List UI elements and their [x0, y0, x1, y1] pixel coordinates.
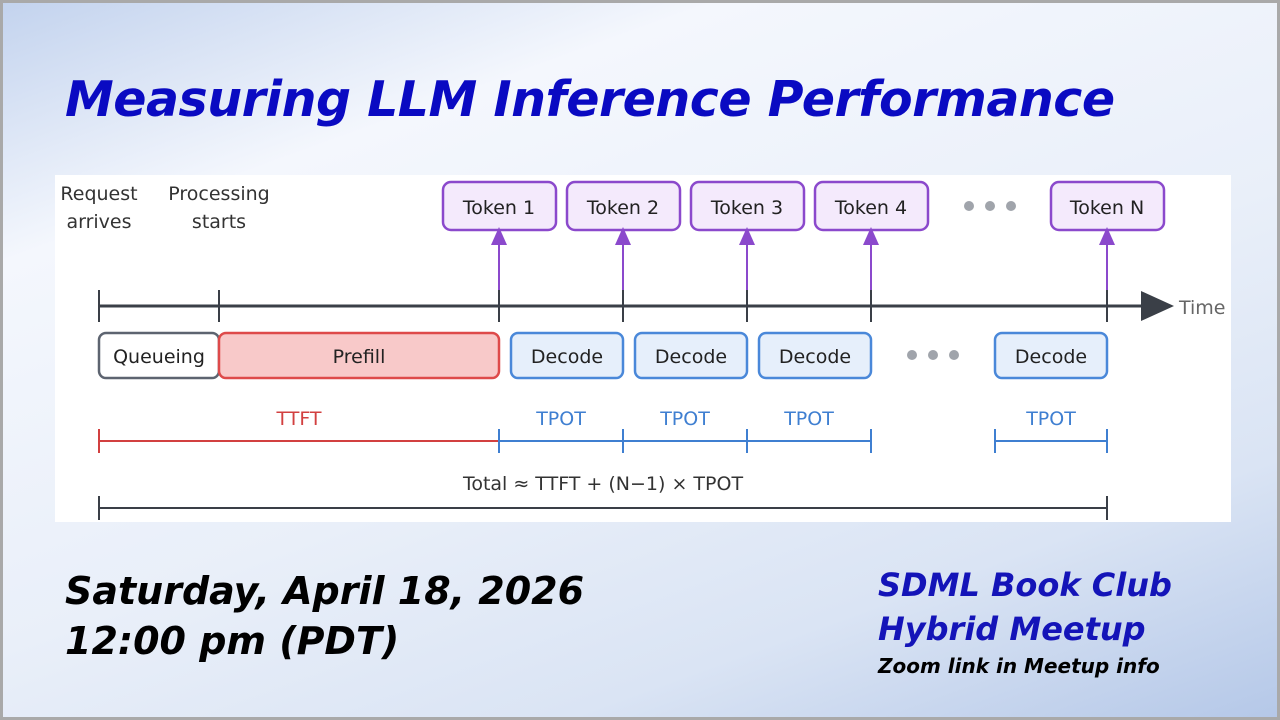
- decode-label: Decode: [1015, 346, 1087, 368]
- event-datetime: Saturday, April 18, 2026 12:00 pm (PDT): [65, 566, 584, 666]
- decode-phase: Decode: [509, 331, 625, 380]
- request-label-line1: Request: [60, 183, 137, 205]
- event-info: SDML Book Club Hybrid Meetup Zoom link i…: [878, 563, 1172, 681]
- timeline-diagram: Request arrives Processing starts Token …: [55, 175, 1231, 522]
- event-type: Hybrid Meetup: [878, 610, 1146, 648]
- token-box: Token 1: [441, 180, 558, 232]
- decode-phase: Decode: [993, 331, 1109, 380]
- tpot-label: TPOT: [1025, 408, 1076, 430]
- decode-phase: Decode: [757, 331, 873, 380]
- processing-label-line2: starts: [192, 211, 246, 233]
- time-axis-label: Time: [1178, 297, 1226, 319]
- event-time: 12:00 pm (PDT): [65, 619, 400, 663]
- token-box: Token 2: [565, 180, 682, 232]
- total-span: Total ≈ TTFT + (N−1) × TPOT: [98, 473, 1108, 520]
- timeline-svg: Request arrives Processing starts Token …: [60, 180, 1226, 520]
- tpot-span-lines: [498, 429, 1108, 453]
- token-label: Token 1: [462, 197, 535, 219]
- token-label: Token N: [1069, 197, 1144, 219]
- decode-label: Decode: [779, 346, 851, 368]
- token-box: Token 4: [813, 180, 930, 232]
- decode-label: Decode: [655, 346, 727, 368]
- tpot-label: TPOT: [659, 408, 710, 430]
- queueing-label: Queueing: [113, 346, 205, 368]
- decode-label: Decode: [531, 346, 603, 368]
- ellipsis-icon: [964, 201, 1016, 211]
- axis-ticks: [98, 290, 1108, 322]
- event-name: SDML Book Club: [878, 566, 1172, 604]
- event-date: Saturday, April 18, 2026: [65, 569, 585, 613]
- token-box: Token 3: [689, 180, 806, 232]
- prefill-phase: Prefill: [217, 331, 501, 380]
- token-box: Token N: [1049, 180, 1166, 232]
- slide-title: Measuring LLM Inference Performance: [65, 71, 1115, 128]
- ellipsis-icon: [907, 350, 959, 360]
- processing-label-line1: Processing: [168, 183, 269, 205]
- ttft-label: TTFT: [275, 408, 321, 430]
- queueing-phase: Queueing: [97, 331, 221, 380]
- tpot-label: TPOT: [535, 408, 586, 430]
- zoom-link-note: Zoom link in Meetup info: [878, 654, 1160, 678]
- token-label: Token 3: [710, 197, 783, 219]
- total-formula-label: Total ≈ TTFT + (N−1) × TPOT: [462, 473, 744, 495]
- tpot-label: TPOT: [783, 408, 834, 430]
- prefill-label: Prefill: [333, 346, 386, 368]
- ttft-span: TTFT: [98, 408, 499, 453]
- token-label: Token 4: [834, 197, 907, 219]
- token-label: Token 2: [586, 197, 659, 219]
- decode-phase: Decode: [633, 331, 749, 380]
- request-label-line2: arrives: [66, 211, 131, 233]
